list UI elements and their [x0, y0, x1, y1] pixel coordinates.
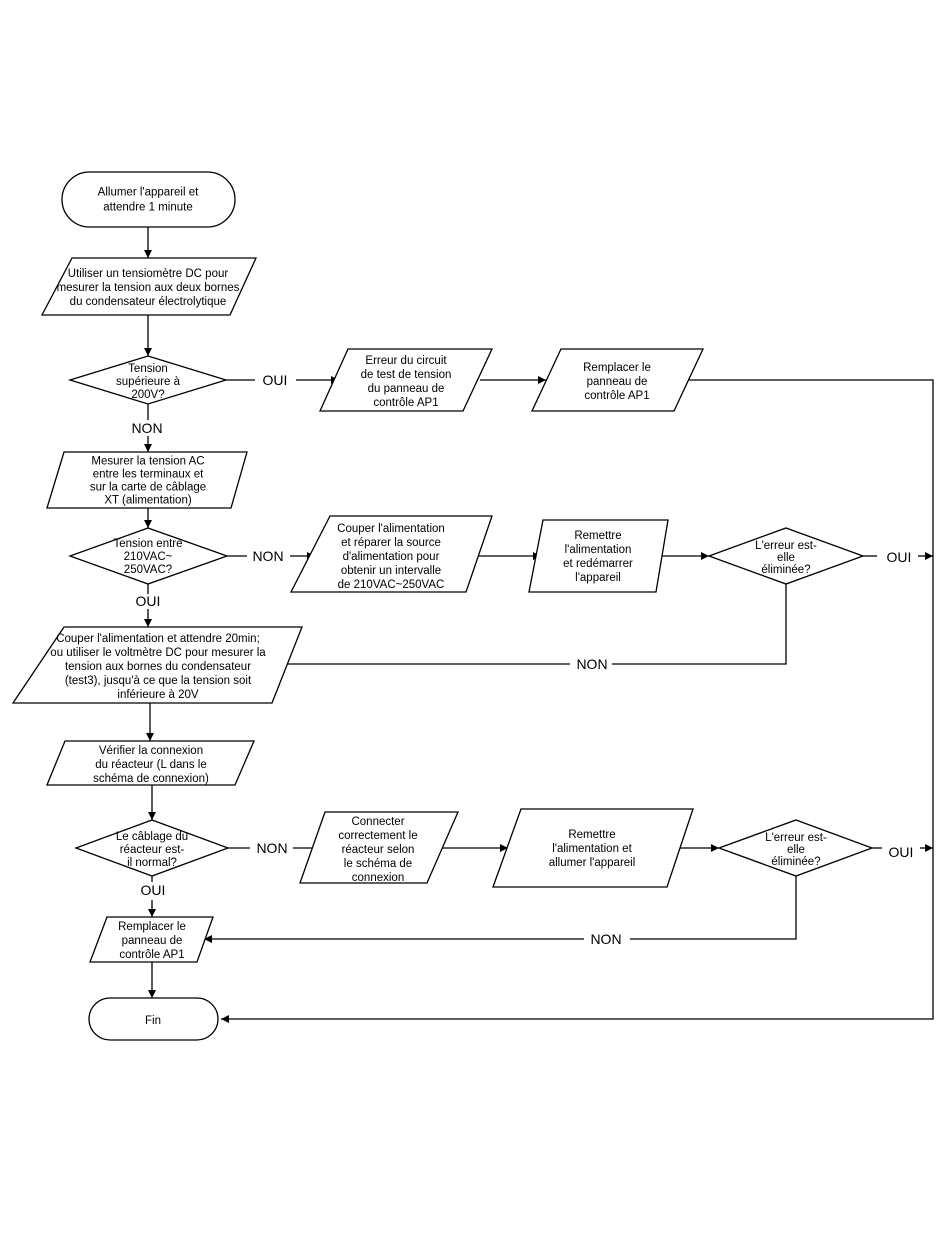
- io-measure-ac: [46, 451, 248, 509]
- io-replace-ap1-bottom: [89, 916, 214, 963]
- arrow-right-rail-to-end: [221, 379, 934, 1023]
- label-wiring-yes: OUI: [141, 882, 166, 898]
- io-restore-power-on: [492, 808, 694, 888]
- label-fixed-1-no: NON: [576, 656, 607, 672]
- io-restore-restart: [528, 519, 669, 593]
- shapes: [11, 171, 874, 1041]
- terminator-start: [61, 171, 236, 228]
- io-cut-wait: [11, 626, 303, 704]
- arrow-fixed1-no-a: [612, 584, 787, 665]
- decision-wiring: [74, 819, 230, 877]
- label-voltage-no: NON: [131, 420, 162, 436]
- edge-labels: OUI NON NON OUI OUI NON NON OUI OUI NON: [131, 372, 913, 947]
- label-fixed-1-yes: OUI: [887, 549, 912, 565]
- io-cut-repair: [289, 515, 493, 593]
- connectors: [144, 227, 934, 1023]
- label-voltage-yes: OUI: [263, 372, 288, 388]
- label-fixed-2-no: NON: [590, 931, 621, 947]
- io-replace-ap1-top: [530, 348, 705, 412]
- label-range-no: NON: [252, 548, 283, 564]
- decision-voltage: [67, 355, 229, 405]
- cut-wait-text: Couper l'alimentation et attendre 20min;…: [50, 633, 266, 701]
- label-fixed-2-yes: OUI: [889, 844, 914, 860]
- io-circuit-error: [318, 348, 494, 412]
- decision-range: [68, 527, 229, 585]
- decision-fixed-1: [707, 527, 865, 585]
- end-text: Fin: [145, 1015, 161, 1027]
- label-wiring-no: NON: [256, 840, 287, 856]
- io-connect-reactor: [299, 811, 459, 884]
- arrow-fixed2-no-a: [630, 876, 797, 940]
- label-range-yes: OUI: [136, 593, 161, 609]
- io-check-reactor: [46, 740, 255, 786]
- decision-fixed-2: [717, 819, 874, 877]
- io-measure-dc: [40, 257, 258, 316]
- terminator-end: [88, 997, 219, 1041]
